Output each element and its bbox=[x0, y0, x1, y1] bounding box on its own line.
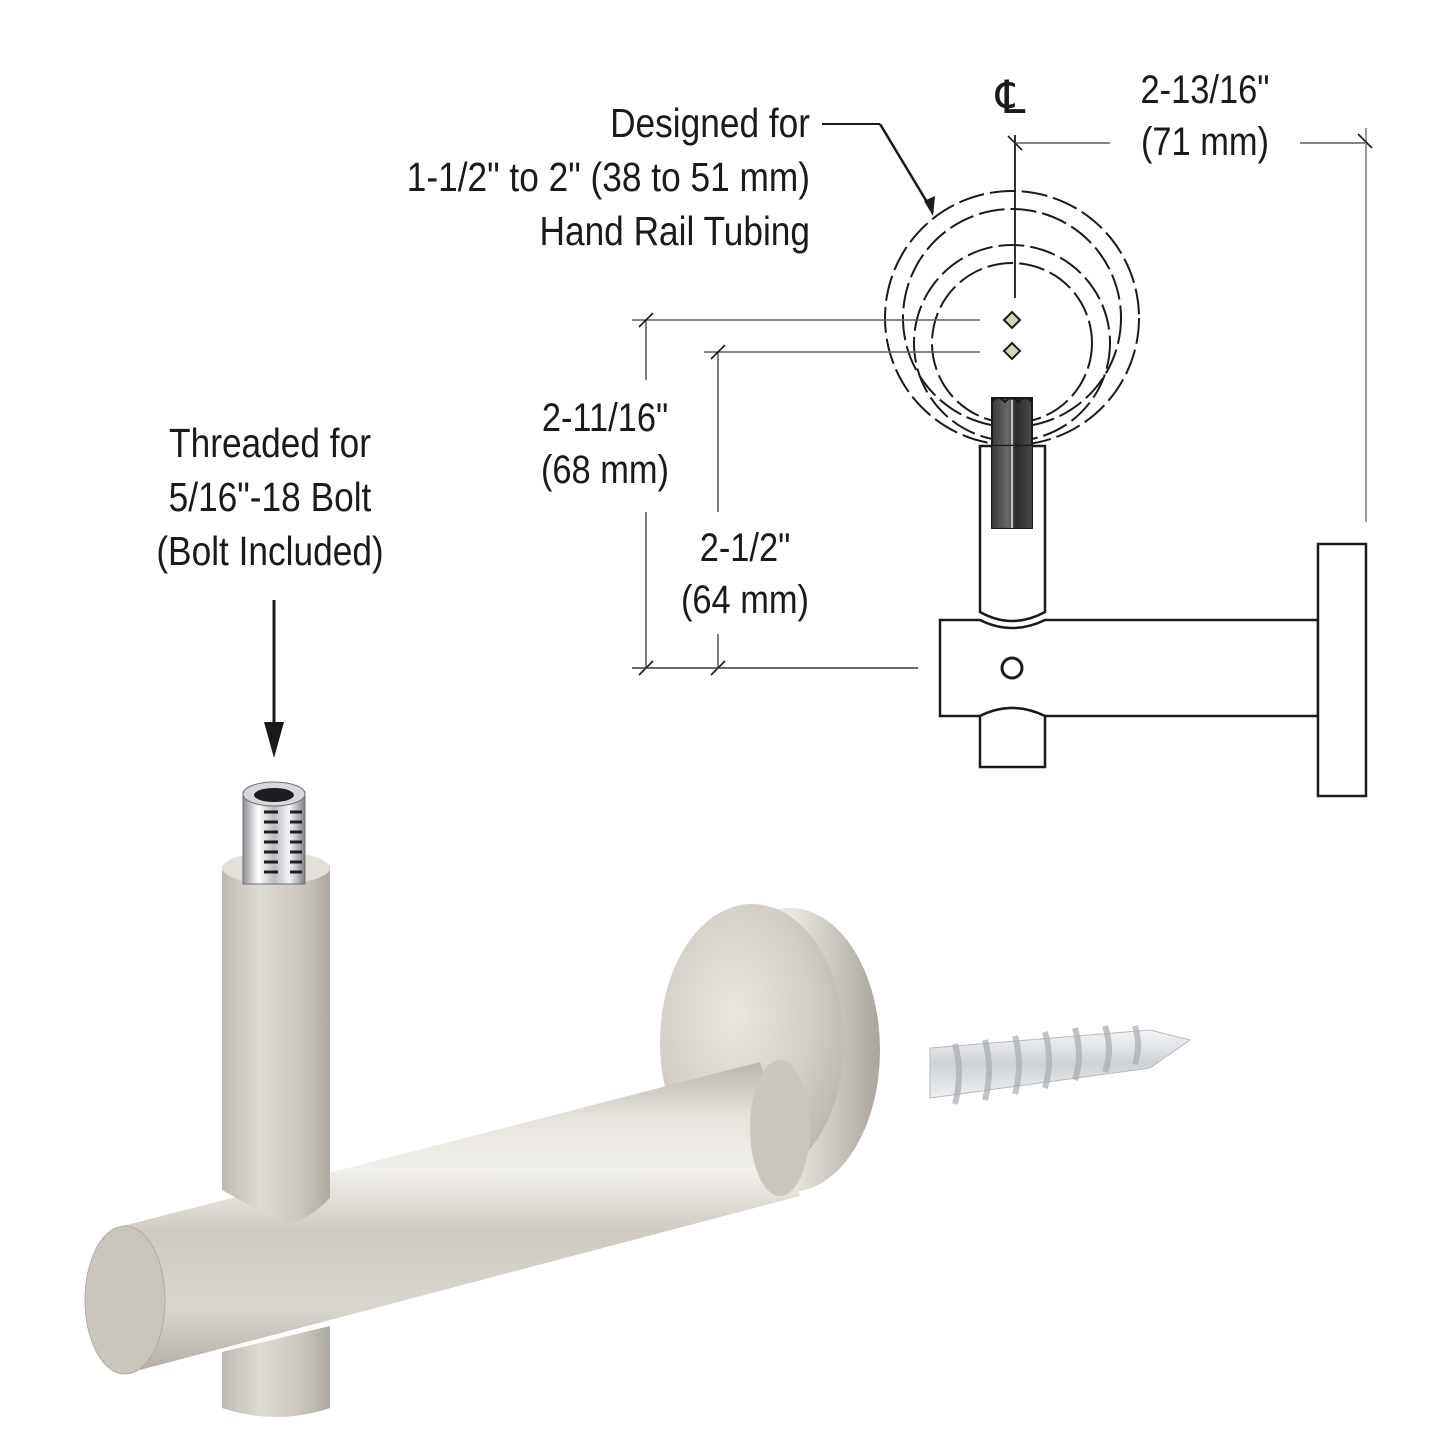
projection-dimension: 2-13/16" (71 mm) bbox=[1106, 64, 1304, 168]
vertical-post bbox=[222, 858, 330, 1223]
vertical-post-outline bbox=[978, 444, 1047, 623]
center-point-markers bbox=[1002, 310, 1022, 361]
lower-stub bbox=[222, 1326, 330, 1417]
tube-end-cap bbox=[84, 1225, 166, 1375]
centerline-symbol: ℄ bbox=[996, 71, 1026, 123]
projection-metric: (71 mm) bbox=[1140, 120, 1270, 164]
bolt-hole bbox=[1000, 656, 1024, 680]
height-max-dimension: 2-11/16" (68 mm) bbox=[506, 392, 704, 496]
tubing-callout-line-1: Designed for bbox=[610, 100, 810, 146]
thread-callout-arrow-icon bbox=[264, 600, 284, 758]
thread-callout: Threaded for 5/16"-18 Bolt (Bolt Include… bbox=[124, 416, 416, 578]
tubing-callout-line-3: Hand Rail Tubing bbox=[539, 208, 810, 254]
chrome-bolt bbox=[242, 781, 306, 885]
projection-imperial: 2-13/16" bbox=[1140, 68, 1270, 112]
tubing-leader-arrow-icon bbox=[822, 123, 935, 216]
wood-screw bbox=[929, 1025, 1192, 1105]
height-min-dimension: 2-1/2" (64 mm) bbox=[646, 522, 844, 626]
thread-callout-line-1: Threaded for bbox=[169, 420, 371, 466]
thread-callout-line-3: (Bolt Included) bbox=[156, 528, 384, 574]
tubing-callout-line-2: 1-1/2" to 2" (38 to 51 mm) bbox=[406, 154, 810, 200]
height-max-metric: (68 mm) bbox=[540, 448, 670, 492]
wall-flange-outline bbox=[1316, 542, 1368, 798]
height-min-metric: (64 mm) bbox=[680, 578, 810, 622]
horizontal-tube bbox=[115, 1062, 800, 1370]
technical-drawing bbox=[632, 123, 1373, 798]
dimension-lines bbox=[632, 128, 1373, 676]
thread-callout-line-2: 5/16"-18 Bolt bbox=[168, 474, 372, 520]
lower-stub-outline bbox=[978, 706, 1047, 769]
horizontal-arm-outline bbox=[938, 618, 1320, 718]
product-photo bbox=[84, 781, 1192, 1417]
height-max-imperial: 2-11/16" bbox=[541, 396, 669, 440]
height-min-imperial: 2-1/2" bbox=[699, 526, 791, 570]
tubing-callout: Designed for 1-1/2" to 2" (38 to 51 mm) … bbox=[320, 96, 810, 258]
